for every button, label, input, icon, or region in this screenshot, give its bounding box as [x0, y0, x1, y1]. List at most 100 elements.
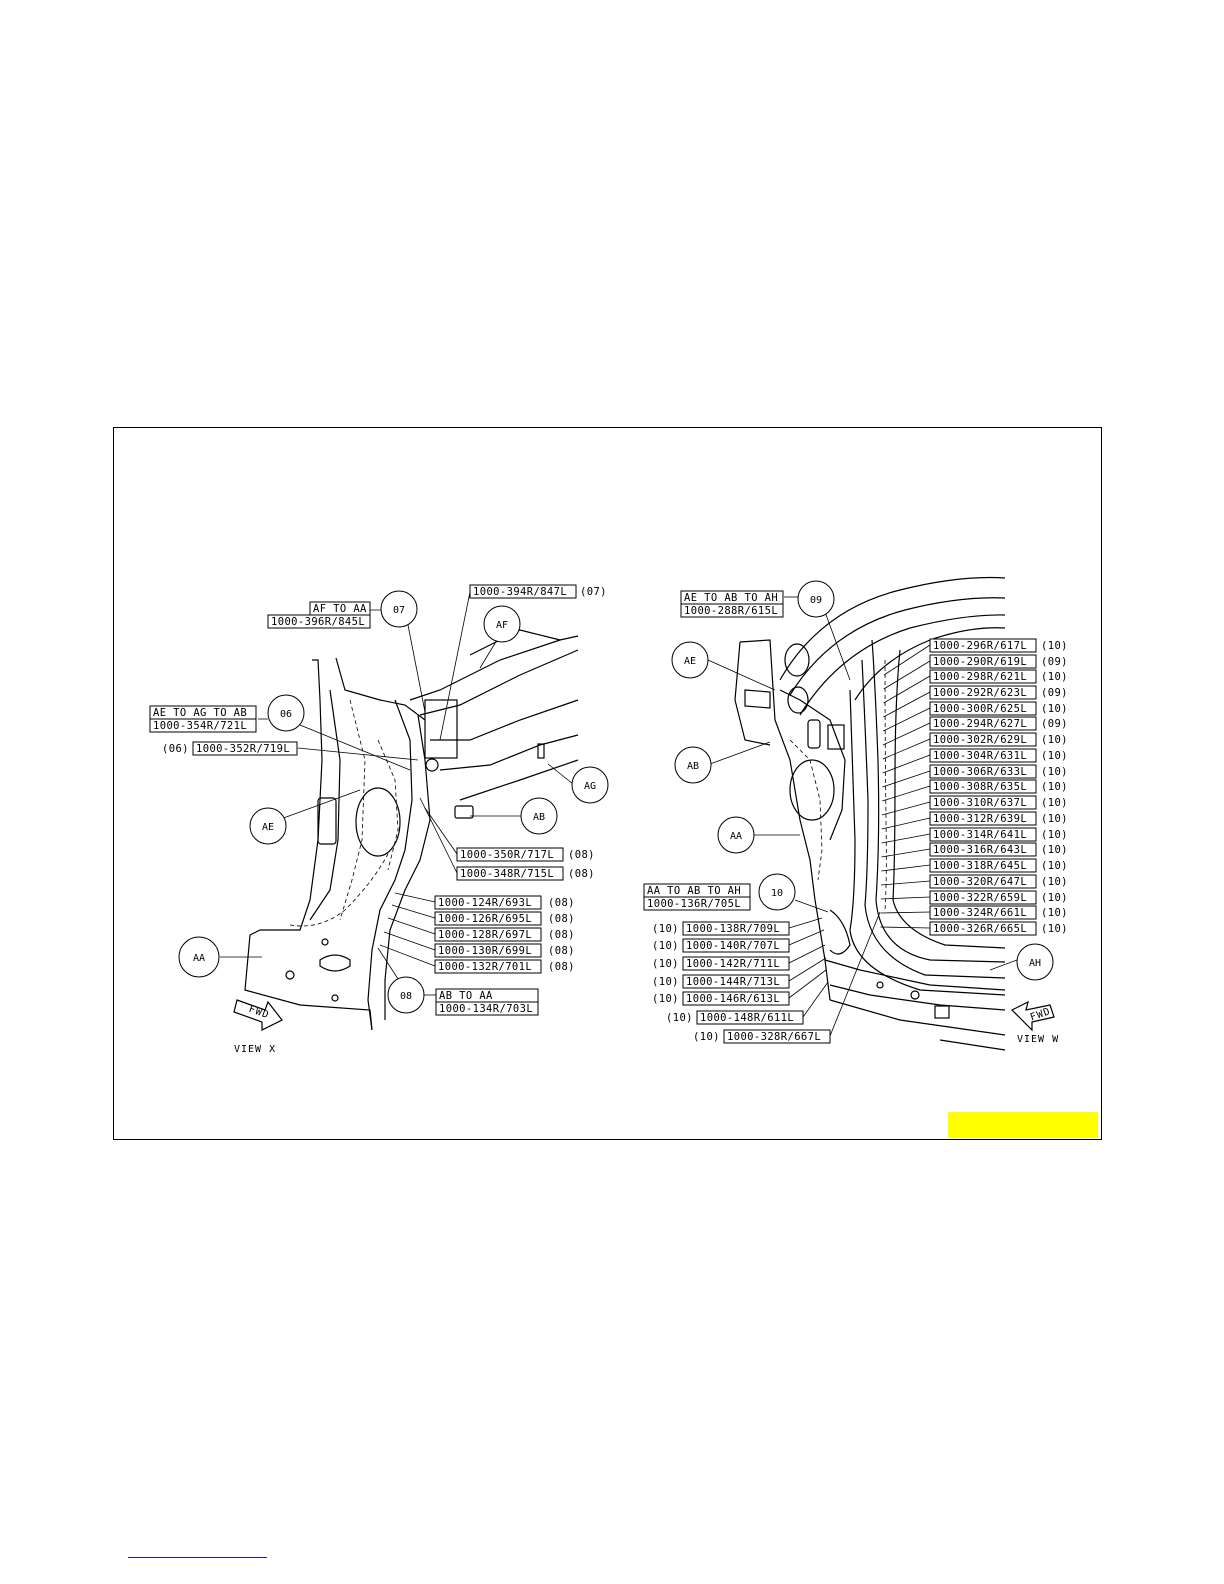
weld-code: 1000-302R/629L — [933, 734, 1027, 746]
weld-code: 1000-142R/711L — [686, 958, 780, 970]
weld-zone: (10) — [1041, 876, 1068, 888]
weld-code: 1000-318R/645L — [933, 860, 1027, 872]
callout-aa: AA — [730, 831, 742, 842]
weld-code: 1000-316R/643L — [933, 844, 1027, 856]
fan-leader — [788, 917, 823, 929]
fan-leader — [881, 864, 931, 872]
group-code-af-to-aa: 1000-396R/845L — [271, 616, 365, 628]
fan-leader — [880, 896, 931, 900]
weld-code: 1000-352R/719L — [196, 743, 290, 755]
weld-code: 1000-290R/619L — [933, 656, 1027, 668]
fan-leader — [881, 848, 931, 858]
callout-ab: AB — [687, 761, 699, 772]
fan-leader — [880, 926, 931, 929]
weld-code: 1000-296R/617L — [933, 640, 1027, 652]
fan-leader — [882, 722, 931, 746]
weld-code: 1000-294R/627L — [933, 718, 1027, 730]
weld-zone: (10) — [1041, 734, 1068, 746]
weld-zone: (10) — [1041, 766, 1068, 778]
fan-leader — [829, 911, 881, 1037]
callout-08: 08 — [400, 991, 412, 1002]
weld-zone: (07) — [580, 586, 607, 598]
weld-zone: (10) — [652, 958, 679, 970]
group-code-ab-to-aa: 1000-134R/703L — [439, 1003, 533, 1015]
weld-zone: (08) — [548, 945, 575, 957]
weld-code: 1000-300R/625L — [933, 703, 1027, 715]
weld-code: 1000-326R/665L — [933, 923, 1027, 935]
weld-zone: (08) — [548, 897, 575, 909]
footer-link-underline — [128, 1557, 267, 1558]
weld-zone: (08) — [568, 849, 595, 861]
fan-leader — [881, 817, 931, 830]
group-label-af-to-aa: AF TO AA — [313, 603, 367, 615]
weld-zone: (10) — [1041, 781, 1068, 793]
weld-zone: (10) — [1041, 892, 1068, 904]
weld-code: 1000-140R/707L — [686, 940, 780, 952]
fan-leader — [880, 880, 931, 886]
callout-ab: AB — [533, 812, 545, 823]
weld-list-right: 1000-296R/617L (10) 1000-290R/619L (09) 10… — [929, 638, 1068, 936]
weld-code: 1000-324R/661L — [933, 907, 1027, 919]
weld-zone: (10) — [1041, 907, 1068, 919]
weld-zone: (10) — [1041, 703, 1068, 715]
weld-zone: (10) — [1041, 813, 1068, 825]
view-w-linework — [734, 576, 1055, 1051]
group-label-ae-to-ag-to-ab: AE TO AG TO AB — [153, 707, 247, 719]
fan-leader — [882, 738, 931, 760]
weld-code: 1000-132R/701L — [438, 961, 532, 973]
group-code-aa-to-ab-to-ah: 1000-136R/705L — [647, 898, 741, 910]
weld-code: 1000-128R/697L — [438, 929, 532, 941]
weld-zone: (10) — [1041, 829, 1068, 841]
group-label-ab-to-aa: AB TO AA — [439, 990, 493, 1002]
figure-frame — [113, 427, 1102, 1140]
weld-zone: (08) — [548, 913, 575, 925]
weld-zone: (10) — [1041, 640, 1068, 652]
weld-zone: (10) — [666, 1012, 693, 1024]
view-w-labels: AE TO AB TO AH 1000-288R/615L AA TO AB T… — [643, 580, 1068, 1045]
fan-leader — [802, 981, 829, 1018]
fan-leader — [883, 707, 931, 732]
fan-leader-lines — [788, 644, 931, 1037]
leader-lines — [220, 591, 1018, 996]
callout-aa: AA — [193, 953, 205, 964]
weld-code: 1000-306R/633L — [933, 766, 1027, 778]
fan-leader — [881, 801, 931, 816]
weld-code: 1000-350R/717L — [460, 849, 554, 861]
view-x-labels: AF TO AA 1000-396R/845L AE TO AG TO AB 1… — [149, 584, 609, 1055]
weld-code: 1000-304R/631L — [933, 750, 1027, 762]
yellow-highlight-box — [948, 1112, 1098, 1138]
weld-code: 1000-348R/715L — [460, 868, 554, 880]
weld-zone: (10) — [1041, 860, 1068, 872]
fan-leader — [788, 957, 827, 982]
weld-zone: (10) — [1041, 797, 1068, 809]
fwd-label-x: FWD — [247, 1004, 271, 1022]
weld-zone: (09) — [1041, 656, 1068, 668]
weld-code: 1000-298R/621L — [933, 671, 1027, 683]
weld-code: 1000-310R/637L — [933, 797, 1027, 809]
fwd-arrow-w — [1010, 1000, 1055, 1032]
callout-09: 09 — [810, 595, 822, 606]
fan-leader — [883, 675, 931, 704]
weld-zone: (10) — [652, 940, 679, 952]
weld-code: 1000-312R/639L — [933, 813, 1027, 825]
fan-leader — [882, 770, 931, 788]
fan-leader — [882, 754, 931, 774]
weld-code: 1000-394R/847L — [473, 586, 567, 598]
weld-zone: (10) — [652, 923, 679, 935]
weld-code: 1000-144R/713L — [686, 976, 780, 988]
weld-code: 1000-130R/699L — [438, 945, 532, 957]
weld-code: 1000-314R/641L — [933, 829, 1027, 841]
weld-zone: (10) — [693, 1031, 720, 1043]
weld-zone: (08) — [568, 868, 595, 880]
weld-code: 1000-328R/667L — [727, 1031, 821, 1043]
fan-leader — [882, 785, 931, 802]
weld-code: 1000-126R/695L — [438, 913, 532, 925]
callout-10: 10 — [771, 888, 783, 899]
fan-leader — [881, 833, 931, 844]
weld-zone: (08) — [548, 961, 575, 973]
weld-zone: (10) — [1041, 844, 1068, 856]
group-label-aa-to-ab-to-ah: AA TO AB TO AH — [647, 885, 741, 897]
fan-leader — [788, 969, 827, 999]
group-label-ae-to-ab-to-ah: AE TO AB TO AH — [684, 592, 778, 604]
